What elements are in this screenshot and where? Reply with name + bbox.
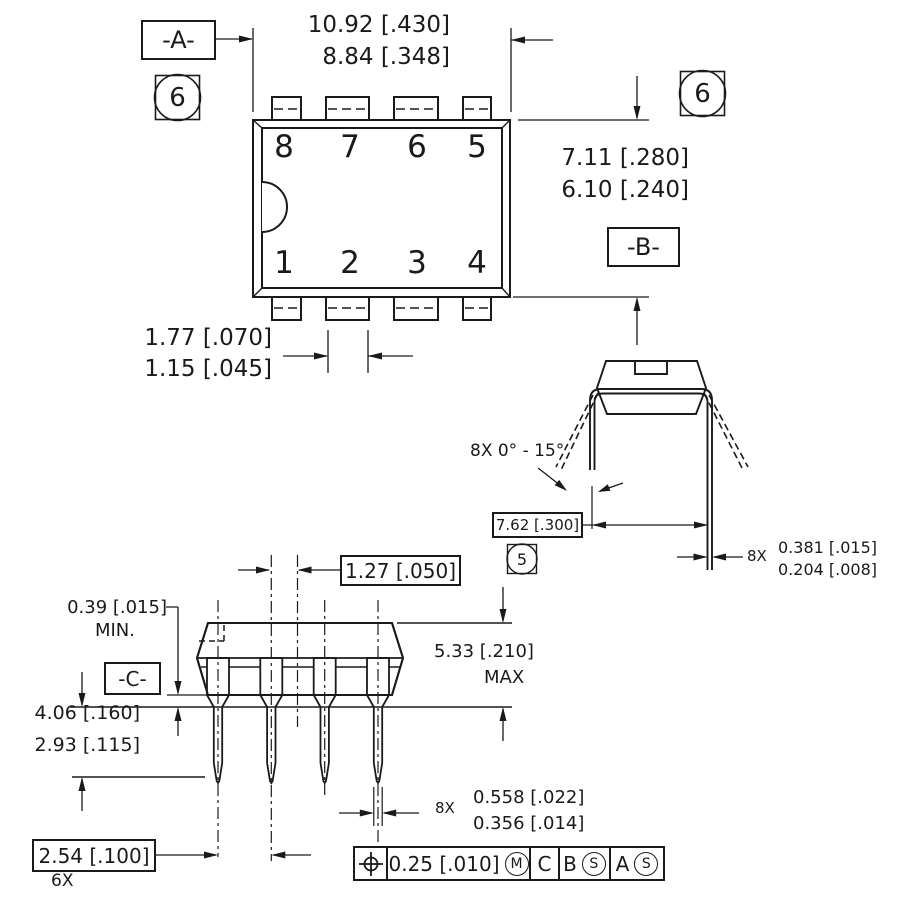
- feature-control-frame: 0.25 [.010] M C B S A S: [353, 846, 665, 881]
- pin-number-2: 2: [340, 245, 360, 281]
- dim-lead-thickness-max: 0.381 [.015]: [778, 538, 877, 557]
- dim-standoff-qualifier: MIN.: [94, 620, 135, 641]
- position-symbol-cell: [355, 848, 388, 879]
- true-position-icon: [358, 851, 383, 876]
- rfs-modifier-icon-2: S: [634, 851, 659, 876]
- dim-half-pitch-basic: 1.27 [.050]: [340, 555, 461, 586]
- note-balloon-shapes: [153, 69, 727, 575]
- dim-lead-angle: 8X 0° - 15°: [470, 441, 565, 461]
- datum-ref-c-cell: C: [531, 848, 560, 879]
- pin-number-1: 1: [274, 245, 294, 281]
- note-balloon-6-left: 6: [169, 82, 186, 113]
- dim-lead-width-min: 0.356 [.014]: [473, 813, 585, 834]
- dim-body-height-max: 7.11 [.280]: [561, 145, 689, 171]
- pin-number-5: 5: [467, 129, 487, 165]
- datum-ref-b-cell: B S: [560, 848, 611, 879]
- datum-a-label: -A-: [141, 20, 216, 60]
- dim-lead-thickness-qty: 8X: [747, 547, 767, 565]
- mmc-modifier-icon: M: [504, 851, 529, 876]
- datum-b-label: -B-: [607, 227, 680, 267]
- end-view-body: [555, 360, 749, 570]
- top-view-body: [252, 96, 511, 321]
- dim-lead-width-max: 0.558 [.022]: [473, 787, 585, 808]
- rfs-modifier-icon: S: [581, 851, 606, 876]
- side-view-body: [195, 555, 405, 861]
- dim-body-height-qualifier: MAX: [484, 667, 525, 688]
- dim-body-height-min: 6.10 [.240]: [561, 177, 689, 203]
- dim-body-width-min: 8.84 [.348]: [322, 44, 450, 70]
- dim-pitch-qty: 6X: [51, 871, 74, 891]
- dim-standoff: 0.39 [.015]: [67, 597, 167, 618]
- dim-body-width-max: 10.92 [.430]: [307, 12, 450, 38]
- pin-number-7: 7: [340, 129, 360, 165]
- arrowheads: [78, 35, 726, 859]
- pin-number-8: 8: [274, 129, 294, 165]
- pin-number-6: 6: [407, 129, 427, 165]
- dim-lead-width-qty: 8X: [435, 799, 455, 817]
- pin-number-3: 3: [407, 245, 427, 281]
- tolerance-cell: 0.25 [.010] M: [388, 848, 531, 879]
- datum-c-label: -C-: [104, 662, 161, 695]
- datum-ref-a: A: [615, 851, 630, 876]
- dim-lead-thickness-min: 0.204 [.008]: [778, 560, 877, 579]
- dim-lead-length-min: 2.93 [.115]: [34, 734, 140, 756]
- dim-row-spacing-basic: 7.62 [.300]: [492, 512, 583, 538]
- dim-lead-length-max: 4.06 [.160]: [34, 702, 140, 724]
- note-balloon-6-right: 6: [694, 78, 711, 109]
- dim-pitch-basic: 2.54 [.100]: [32, 839, 156, 872]
- dim-body-height-side: 5.33 [.210]: [434, 641, 534, 662]
- note-balloon-5: 5: [516, 549, 528, 569]
- dim-lead-shoulder-min: 1.15 [.045]: [144, 356, 272, 382]
- datum-ref-b: B: [563, 851, 577, 876]
- dim-lead-shoulder-max: 1.77 [.070]: [144, 325, 272, 351]
- tolerance-value: 0.25 [.010]: [388, 851, 500, 876]
- pin-number-4: 4: [467, 245, 487, 281]
- datum-ref-a-cell: A S: [611, 848, 663, 879]
